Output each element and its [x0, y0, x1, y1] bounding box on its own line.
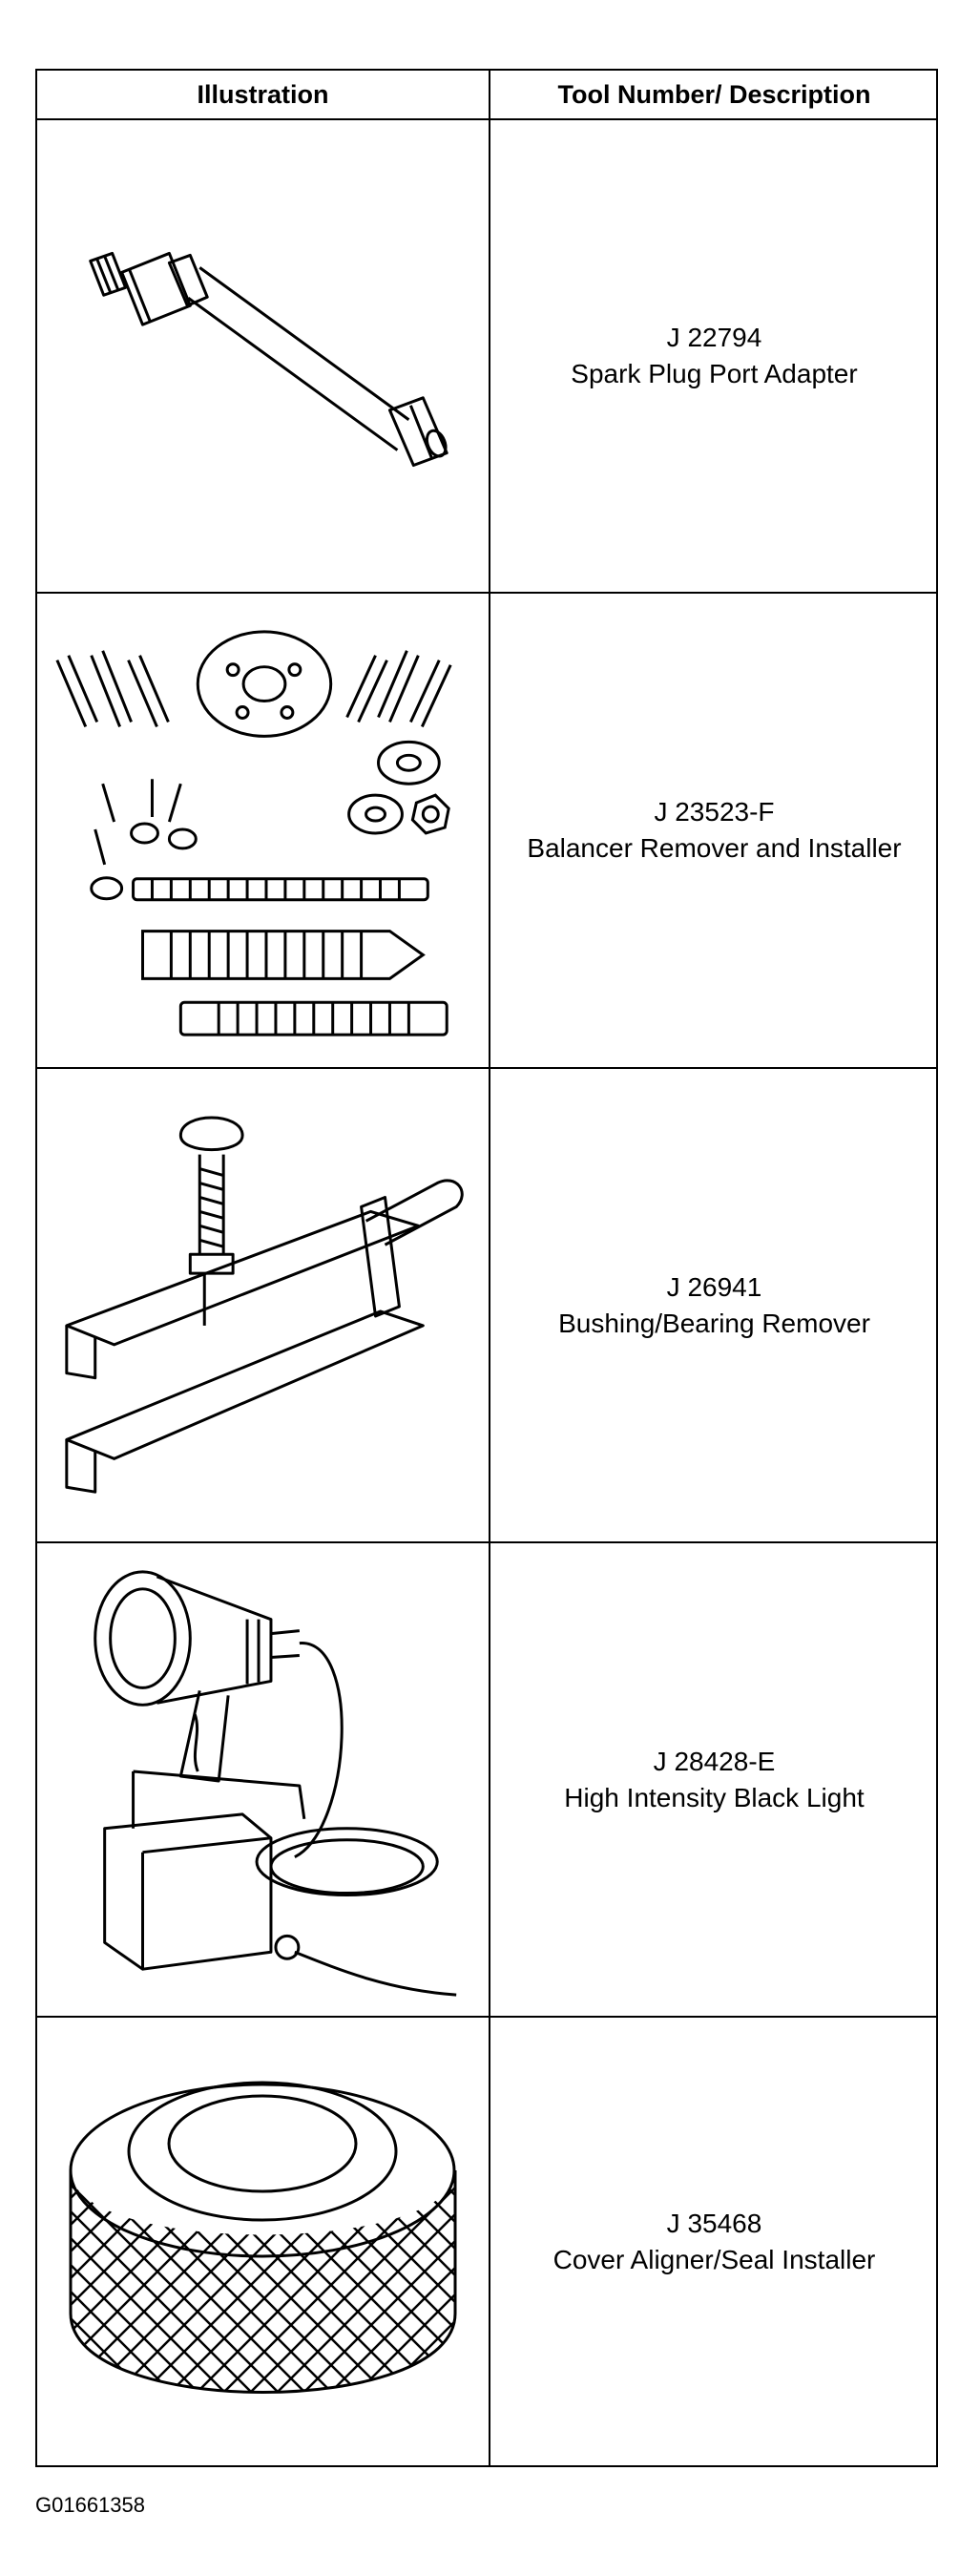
tools-table: Illustration Tool Number/ Description: [35, 69, 938, 2467]
black-light-icon: [37, 1543, 489, 2016]
cover-aligner-seal-installer-icon: [37, 2018, 489, 2465]
table-row: J 23523-F Balancer Remover and Installer: [37, 594, 936, 1069]
tool-description: Spark Plug Port Adapter: [571, 359, 858, 388]
spark-plug-port-adapter-icon: [37, 120, 489, 592]
table-row: J 35468 Cover Aligner/Seal Installer: [37, 2018, 936, 2465]
tool-cell: J 26941 Bushing/Bearing Remover: [490, 1069, 938, 1541]
tool-number: J 35468: [666, 2208, 762, 2238]
tool-description: Cover Aligner/Seal Installer: [553, 2244, 876, 2274]
table-header: Illustration Tool Number/ Description: [37, 71, 936, 120]
tool-number: J 26941: [666, 1271, 762, 1302]
table-row: J 26941 Bushing/Bearing Remover: [37, 1069, 936, 1543]
tool-number: J 28428-E: [653, 1746, 776, 1776]
column-divider: [489, 71, 490, 2465]
tool-description: Bushing/Bearing Remover: [558, 1308, 870, 1338]
tool-description: High Intensity Black Light: [564, 1782, 865, 1812]
balancer-remover-installer-kit-icon: [37, 594, 489, 1067]
tool-number: J 22794: [666, 323, 762, 352]
table-row: J 22794 Spark Plug Port Adapter: [37, 120, 936, 594]
table-row: J 28428-E High Intensity Black Light: [37, 1543, 936, 2018]
bushing-bearing-remover-icon: [37, 1069, 489, 1541]
tool-cell: J 23523-F Balancer Remover and Installer: [490, 594, 938, 1067]
figure-code: G01661358: [35, 2493, 145, 2517]
tool-number: J 23523-F: [654, 797, 775, 827]
tool-cell: J 35468 Cover Aligner/Seal Installer: [490, 2018, 938, 2465]
header-tool-description: Tool Number/ Description: [557, 79, 871, 109]
tool-cell: J 28428-E High Intensity Black Light: [490, 1543, 938, 2016]
tool-cell: J 22794 Spark Plug Port Adapter: [490, 120, 938, 592]
tool-description: Balancer Remover and Installer: [527, 833, 902, 863]
header-illustration: Illustration: [197, 79, 329, 109]
